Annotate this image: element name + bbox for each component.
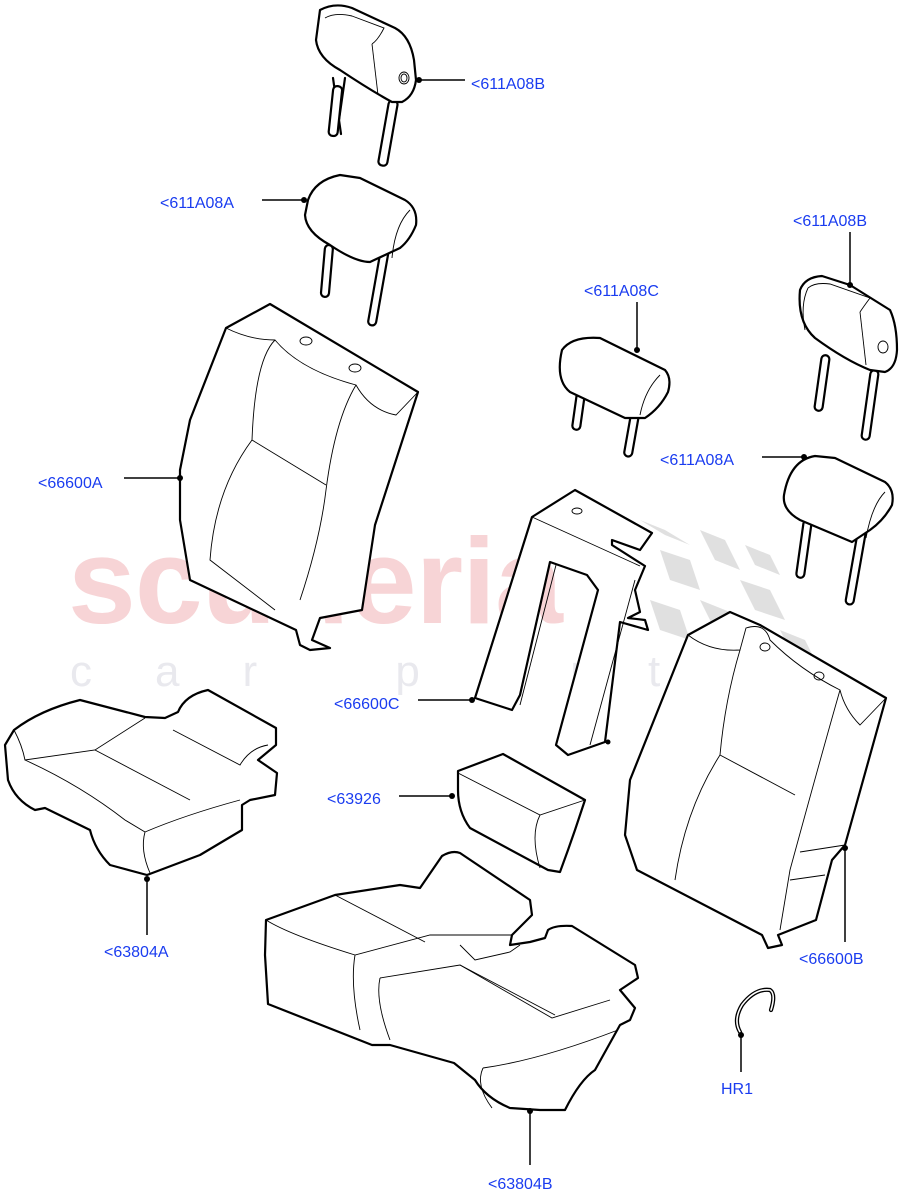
headrest-outer-left-drawing xyxy=(314,4,465,167)
callout-63926[interactable]: <63926 xyxy=(327,791,381,808)
callout-66600B[interactable]: <66600B xyxy=(799,951,864,968)
callout-HR1[interactable]: HR1 xyxy=(721,1081,754,1098)
watermark-tagline: car parts xyxy=(70,647,809,696)
backrest-cover-center-drawing xyxy=(418,488,654,757)
backrest-cover-right-drawing xyxy=(623,610,888,950)
callout-63804B[interactable]: <63804B xyxy=(488,1176,553,1193)
headrest-right-drawing xyxy=(762,454,894,606)
headrest-center-drawing xyxy=(558,302,671,458)
backrest-cover-left-drawing xyxy=(124,302,420,652)
callout-611A08C[interactable]: <611A08C xyxy=(584,283,659,300)
callout-611A08B-right[interactable]: <611A08B xyxy=(793,213,867,230)
callout-611A08B-left[interactable]: <611A08B xyxy=(471,76,545,93)
callout-63804A[interactable]: <63804A xyxy=(104,944,169,961)
callout-66600A[interactable]: <66600A xyxy=(38,475,103,492)
cushion-cover-left-drawing xyxy=(3,688,279,935)
cushion-cover-right-drawing xyxy=(263,850,640,1165)
callout-611A08A-left[interactable]: <611A08A xyxy=(160,195,234,212)
callout-611A08A-right[interactable]: <611A08A xyxy=(660,452,734,469)
callout-66600C[interactable]: <66600C xyxy=(334,696,400,713)
armrest-cover-drawing xyxy=(399,752,587,874)
headrest-outer-right-drawing xyxy=(798,232,899,441)
hog-ring-drawing xyxy=(734,987,776,1072)
headrest-left-drawing xyxy=(262,173,418,327)
